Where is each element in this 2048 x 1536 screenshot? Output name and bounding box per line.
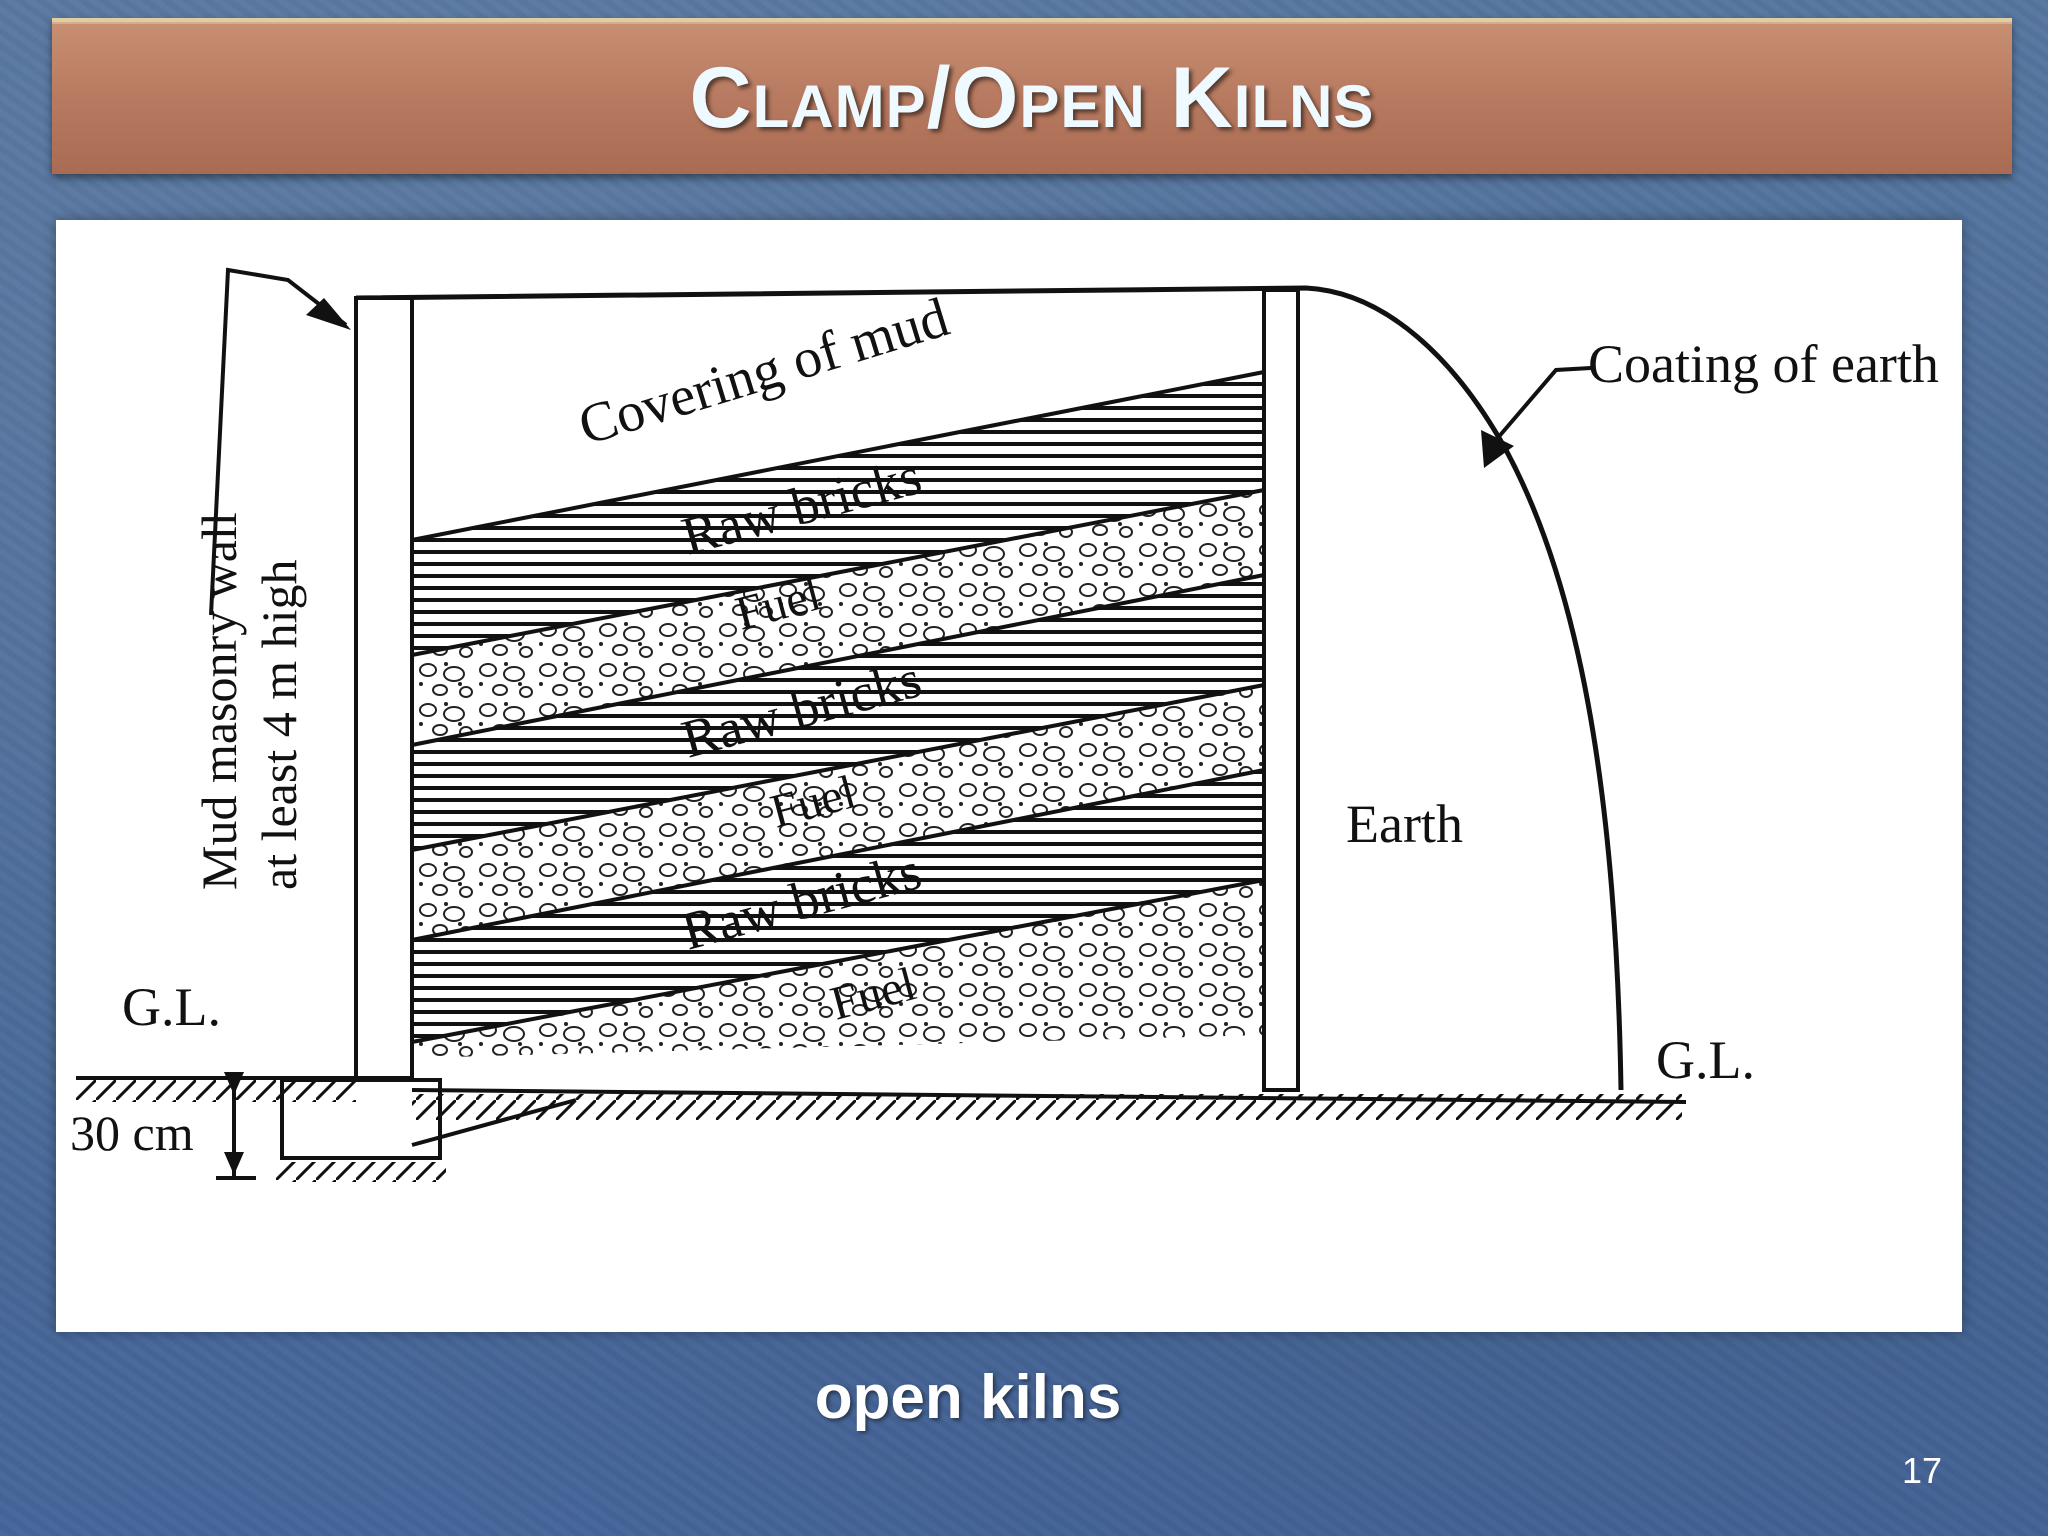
- slide-caption: open kilns: [814, 1363, 1122, 1432]
- wall-label-line2: at least 4 m high: [251, 560, 307, 891]
- depth-arrow-bottom: [224, 1152, 244, 1175]
- ground-hatch-right: [412, 1094, 1682, 1120]
- wall-arrowhead: [306, 298, 351, 330]
- wall-pointer-line: [209, 267, 348, 616]
- gl-left-label: G.L.: [122, 977, 221, 1037]
- ground-hatch-left: [76, 1080, 356, 1102]
- slide-number: 17: [1901, 1450, 1942, 1491]
- coating-arrowhead: [1481, 430, 1514, 468]
- ground-slope-line: [411, 1098, 577, 1147]
- coating-pointer-line: [1494, 366, 1592, 442]
- gl-right-label: G.L.: [1656, 1030, 1755, 1090]
- right-wall: [1262, 288, 1300, 1092]
- coating-of-earth-curve: [355, 285, 1624, 1091]
- mud-masonry-wall: [354, 296, 414, 1080]
- depth-label: 30 cm: [70, 1105, 194, 1161]
- diagram-frame: Mud masonry wall at least 4 m high Cover…: [56, 220, 1962, 1332]
- coating-label: Coating of earth: [1588, 334, 1939, 394]
- earth-label: Earth: [1346, 794, 1463, 854]
- depth-arrow-top: [224, 1072, 244, 1095]
- layer-boundaries: [411, 370, 1265, 1044]
- kiln-diagram: Mud masonry wall at least 4 m high Cover…: [70, 267, 1939, 1182]
- slide-title: Clamp/Open Kilns: [689, 49, 1375, 146]
- wall-label-line1: Mud masonry wall: [191, 512, 247, 890]
- title-bar: Clamp/Open Kilns: [52, 18, 2012, 174]
- covering-label: Covering of mud: [572, 286, 956, 457]
- footing-hatch: [276, 1162, 446, 1182]
